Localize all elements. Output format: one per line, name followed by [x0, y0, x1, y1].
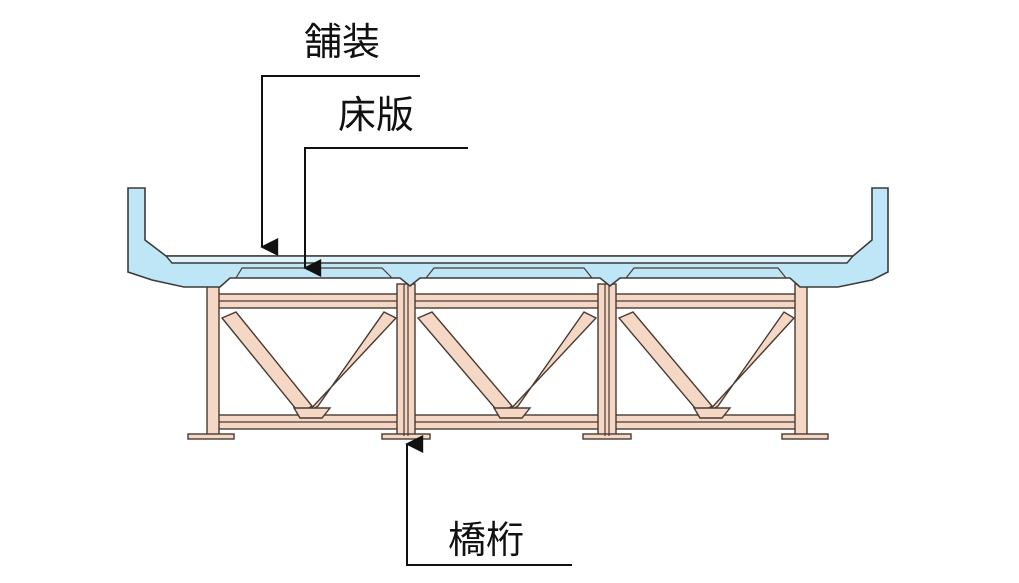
vertical-post: [206, 283, 220, 437]
label-paving-group: 舗装: [260, 20, 420, 256]
gusset-plate: [692, 407, 732, 419]
label-girder: 橋桁: [448, 518, 524, 562]
slab-haunch: [425, 267, 593, 279]
slab-haunch: [625, 267, 787, 279]
base-plate: [187, 433, 235, 440]
paving-layer: [164, 255, 855, 264]
base-plate: [582, 433, 632, 440]
vertical-post: [794, 283, 808, 437]
label-floor-slab-group: 床版: [303, 93, 468, 277]
paving-leader-line: [260, 75, 420, 256]
floor-slab-leader-line: [303, 147, 468, 277]
diagonal-member: [705, 311, 796, 415]
diagonal-member: [305, 311, 398, 415]
diagonal-member: [416, 311, 514, 415]
floor-slab: [127, 187, 889, 288]
gusset-plate: [492, 407, 532, 419]
diagonal-member: [505, 311, 598, 415]
diagonal-member: [617, 311, 714, 415]
gusset-plate: [292, 407, 332, 419]
label-girder-group: 橋桁: [405, 435, 572, 566]
vertical-post: [597, 283, 617, 437]
vertical-post: [396, 283, 416, 437]
girder-leader-line: [405, 435, 572, 566]
base-plate: [781, 433, 829, 440]
label-floor-slab: 床版: [338, 93, 414, 137]
label-paving: 舗装: [304, 20, 380, 64]
diagonal-member: [220, 311, 314, 415]
truss-girder: [187, 283, 829, 440]
base-plate: [381, 433, 431, 440]
